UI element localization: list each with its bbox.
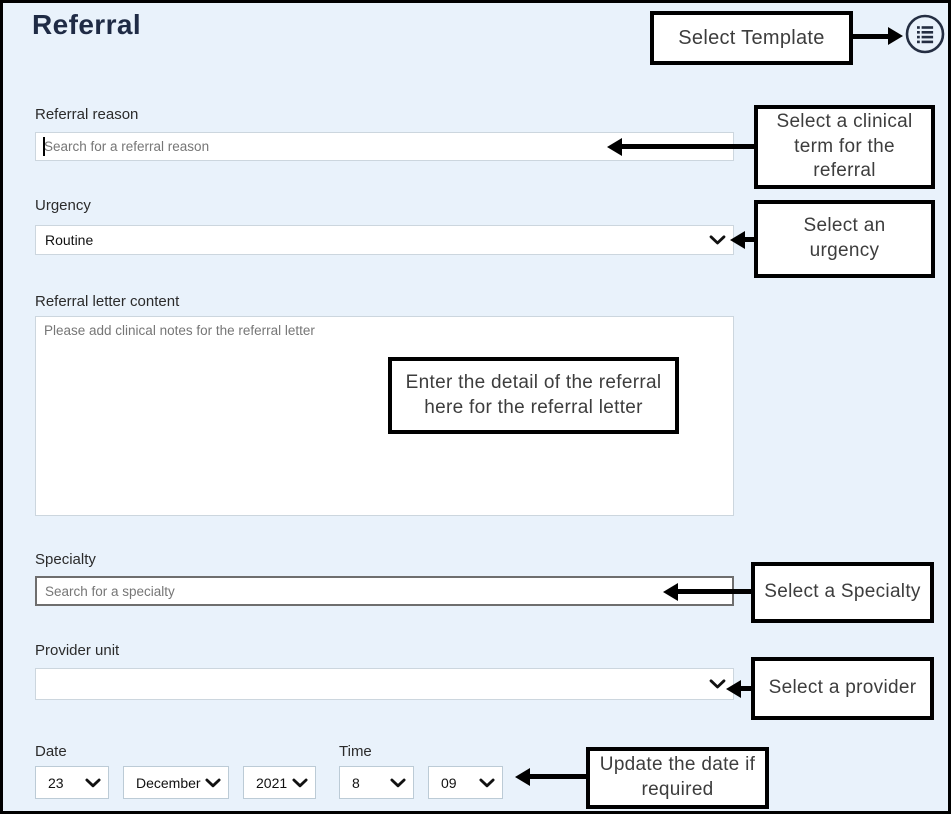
annotation-letter: Enter the detail of the referral here fo… (388, 357, 679, 434)
arrow-head (888, 27, 903, 45)
specialty-input[interactable] (35, 576, 734, 606)
arrow-head (607, 138, 622, 156)
date-month-value: December (136, 774, 201, 791)
time-minute-value: 09 (441, 774, 457, 791)
time-label: Time (339, 743, 372, 760)
arrow-shaft (740, 686, 753, 691)
annotation-letter-text: Enter the detail of the referral here fo… (405, 371, 662, 418)
date-day-select[interactable]: 23 (35, 766, 109, 799)
arrow-shaft (677, 589, 751, 594)
referral-reason-label: Referral reason (35, 106, 139, 123)
annotation-referral-reason: Select a clinical term for the referral (754, 105, 935, 189)
arrow-head (515, 768, 530, 786)
provider-unit-label: Provider unit (35, 642, 120, 659)
urgency-select[interactable]: Routine (35, 225, 734, 255)
text-caret (43, 137, 45, 156)
annotation-referral-reason-text: Select a clinical term for the referral (776, 110, 913, 182)
annotation-provider-text: Select a provider (768, 677, 917, 699)
time-hour-select[interactable]: 8 (339, 766, 414, 799)
date-year-select[interactable]: 2021 (243, 766, 316, 799)
annotation-specialty: Select a Specialty (751, 562, 934, 623)
urgency-label: Urgency (35, 197, 91, 214)
select-template-button[interactable] (904, 13, 946, 55)
provider-unit-select[interactable] (35, 668, 734, 700)
annotation-specialty-text: Select a Specialty (764, 581, 921, 603)
page-title: Referral (32, 9, 142, 40)
arrow-head (663, 583, 678, 601)
chevron-down-icon (709, 235, 726, 245)
arrow-head (726, 680, 741, 698)
chevron-down-icon (479, 778, 495, 788)
arrow-shaft (621, 144, 754, 149)
annotation-provider: Select a provider (751, 657, 934, 720)
annotation-urgency: Select an urgency (754, 200, 935, 278)
date-label: Date (35, 743, 67, 760)
chevron-down-icon (85, 778, 101, 788)
chevron-down-icon (292, 778, 308, 788)
time-minute-select[interactable]: 09 (428, 766, 503, 799)
arrow-head (730, 231, 745, 249)
chevron-down-icon (390, 778, 406, 788)
annotation-date-text: Update the date if required (599, 754, 756, 800)
annotation-select-template: Select Template (650, 11, 853, 65)
urgency-select-value: Routine (45, 232, 94, 248)
annotation-date: Update the date if required (586, 747, 769, 809)
referral-letter-label: Referral letter content (35, 293, 180, 310)
arrow-shaft (529, 774, 586, 779)
arrow-shaft (852, 34, 890, 39)
date-day-value: 23 (48, 774, 64, 791)
time-hour-value: 8 (352, 774, 360, 791)
arrow-shaft (744, 237, 756, 242)
date-year-value: 2021 (256, 774, 288, 791)
template-list-icon (904, 14, 946, 58)
annotation-urgency-text: Select an urgency (803, 215, 886, 261)
specialty-label: Specialty (35, 551, 96, 568)
chevron-down-icon (205, 778, 221, 788)
chevron-down-icon (709, 679, 726, 689)
date-month-select[interactable]: December (123, 766, 229, 799)
annotation-select-template-text: Select Template (678, 27, 825, 49)
